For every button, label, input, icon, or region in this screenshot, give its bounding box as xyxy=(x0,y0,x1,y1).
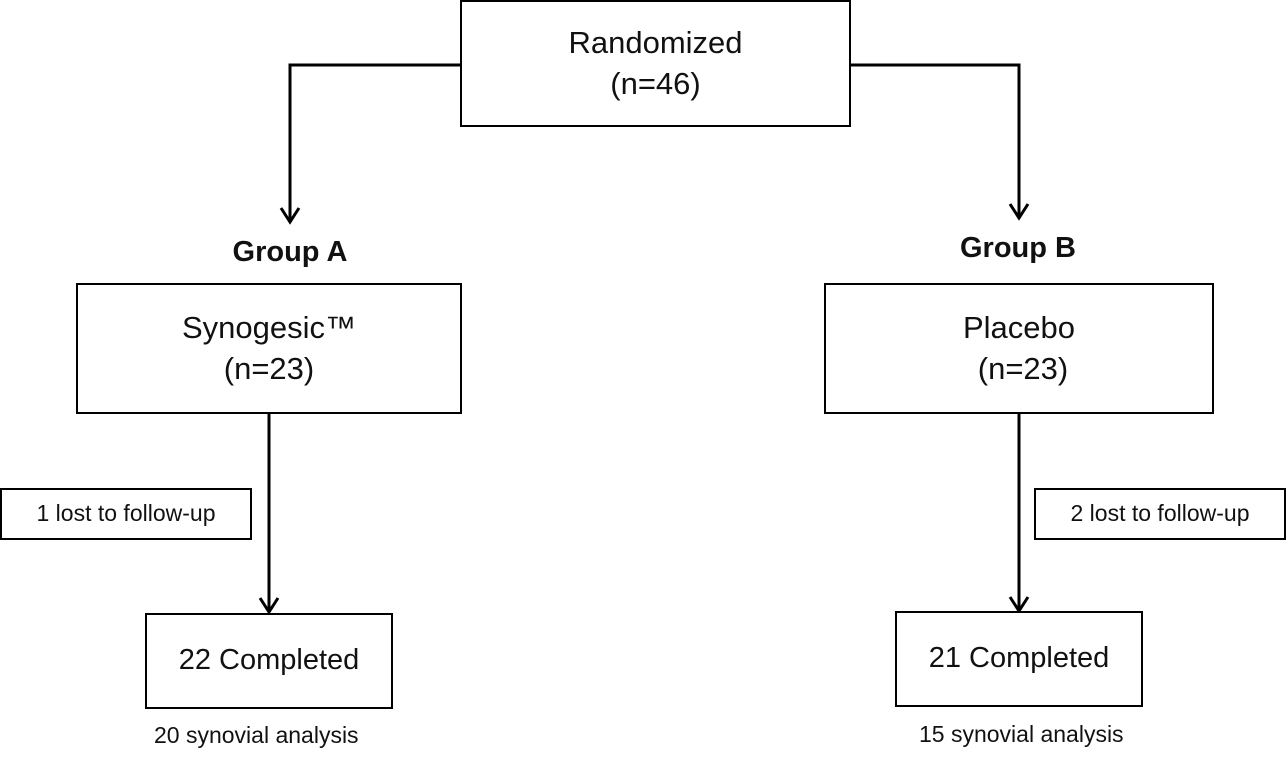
group-b-lost-label: 2 lost to follow-up xyxy=(1070,500,1250,527)
group-a-completed-box: 22 Completed xyxy=(145,613,393,709)
group-a-lost-label: 1 lost to follow-up xyxy=(36,500,216,527)
group-b-analysis-note: 15 synovial analysis xyxy=(919,721,1124,747)
group-b-arm-label: Placebo xyxy=(962,310,1076,346)
group-b-completed-box: 21 Completed xyxy=(895,611,1143,707)
group-a-count: (n=23) xyxy=(223,350,315,386)
arrowhead-group-a xyxy=(279,207,301,225)
group-a-heading: Group A xyxy=(232,236,348,268)
group-a-completed-label: 22 Completed xyxy=(178,644,360,677)
group-a-analysis-note: 20 synovial analysis xyxy=(154,722,359,748)
group-b-count: (n=23) xyxy=(977,350,1069,386)
connector-randomized-to-group-b xyxy=(850,63,1021,218)
group-a-arm-label: Synogesic™ xyxy=(181,310,357,346)
randomized-title: Randomized xyxy=(568,25,743,61)
group-b-lost-box: 2 lost to follow-up xyxy=(1034,488,1286,540)
randomized-count: (n=46) xyxy=(610,65,701,101)
connector-randomized-to-group-a xyxy=(288,63,461,222)
arrowhead-group-a-completed xyxy=(258,597,280,615)
group-a-arm-box: Synogesic™ (n=23) xyxy=(76,283,462,414)
group-b-heading: Group B xyxy=(960,232,1076,264)
group-b-completed-label: 21 Completed xyxy=(928,642,1110,675)
arrowhead-group-b xyxy=(1008,203,1030,221)
group-b-arm-box: Placebo (n=23) xyxy=(824,283,1214,414)
randomized-box: Randomized (n=46) xyxy=(460,0,851,127)
group-a-lost-box: 1 lost to follow-up xyxy=(0,488,252,540)
